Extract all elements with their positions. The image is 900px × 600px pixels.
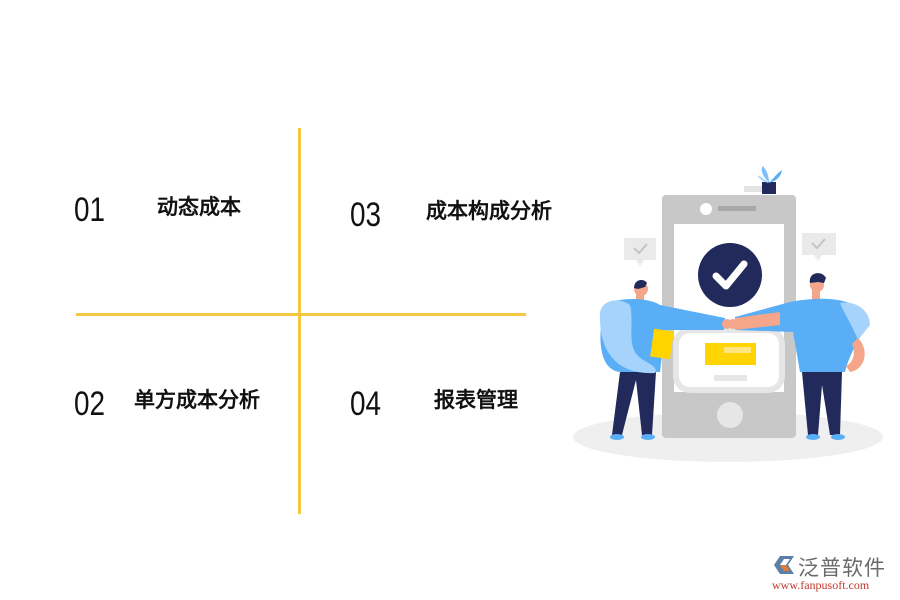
person-right [728,273,870,440]
item-number: 04 [350,385,382,423]
item-number: 01 [74,191,106,229]
item-label: 动态成本 [157,195,241,219]
item-label: 单方成本分析 [134,388,260,412]
plant-icon [744,166,782,194]
item-number: 02 [74,385,106,423]
vertical-divider [298,128,301,514]
brand-url[interactable]: www.fanpusoft.com [772,578,870,592]
item-label: 成本构成分析 [426,199,552,223]
person-left [599,280,732,440]
item-number: 03 [350,196,382,234]
brand-logo[interactable]: 泛普软件 www.fanpusoft.com [768,552,896,594]
teamwork-illustration [573,166,883,462]
item-label: 报表管理 [434,388,518,412]
brand-name: 泛普软件 [798,556,886,580]
horizontal-divider [76,313,526,316]
fanpu-logo-icon [774,556,794,574]
